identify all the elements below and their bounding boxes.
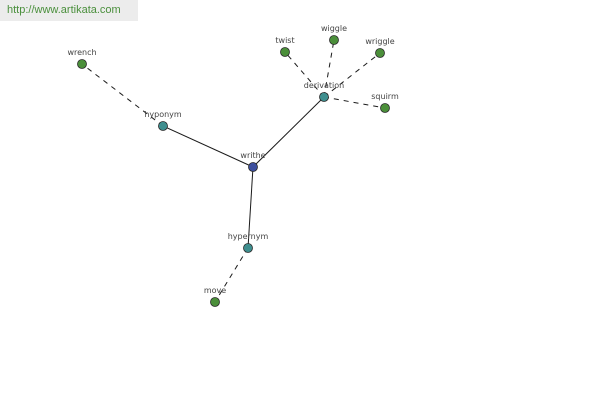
node-dot-wrench[interactable] [77, 59, 87, 69]
node-dot-wiggle[interactable] [329, 35, 339, 45]
node-label-twist: twist [275, 36, 294, 45]
node-label-hyponym: hyponym [144, 110, 182, 119]
node-writhe[interactable]: writhe [240, 151, 266, 172]
watermark-url[interactable]: http://www.artikata.com [0, 0, 138, 21]
node-dot-squirm[interactable] [380, 103, 390, 113]
edge-writhe-derivation [252, 96, 325, 168]
node-squirm[interactable]: squirm [371, 92, 399, 113]
edge-hypernym-move [214, 247, 249, 303]
node-hypernym[interactable]: hypernym [228, 232, 269, 253]
node-hyponym[interactable]: hyponym [144, 110, 182, 131]
node-twist[interactable]: twist [275, 36, 295, 57]
node-dot-wriggle[interactable] [375, 48, 385, 58]
node-dot-hypernym[interactable] [243, 243, 253, 253]
graph-edges [81, 39, 386, 303]
edge-derivation-twist [284, 51, 325, 98]
node-label-hypernym: hypernym [228, 232, 269, 241]
node-dot-move[interactable] [210, 297, 220, 307]
edge-derivation-wriggle [323, 52, 381, 98]
graph-nodes: writhe hyponym derivation hypernym wrench twi… [67, 24, 399, 307]
node-wriggle[interactable]: wriggle [365, 37, 395, 58]
node-label-wrench: wrench [67, 48, 96, 57]
node-wrench[interactable]: wrench [67, 48, 97, 69]
node-label-derivation: derivation [304, 81, 344, 90]
node-derivation[interactable]: derivation [304, 81, 344, 102]
node-label-writhe: writhe [240, 151, 265, 160]
node-dot-writhe[interactable] [248, 162, 258, 172]
edge-hyponym-wrench [81, 63, 164, 127]
node-dot-derivation[interactable] [319, 92, 329, 102]
node-label-squirm: squirm [371, 92, 399, 101]
node-dot-hyponym[interactable] [158, 121, 168, 131]
node-dot-twist[interactable] [280, 47, 290, 57]
edge-derivation-squirm [323, 96, 386, 109]
node-label-wriggle: wriggle [365, 37, 394, 46]
edge-writhe-hypernym [247, 166, 254, 249]
node-move[interactable]: move [204, 286, 226, 307]
node-label-wiggle: wiggle [321, 24, 347, 33]
edge-writhe-hyponym [162, 125, 254, 168]
node-label-move: move [204, 286, 226, 295]
node-wiggle[interactable]: wiggle [321, 24, 347, 45]
